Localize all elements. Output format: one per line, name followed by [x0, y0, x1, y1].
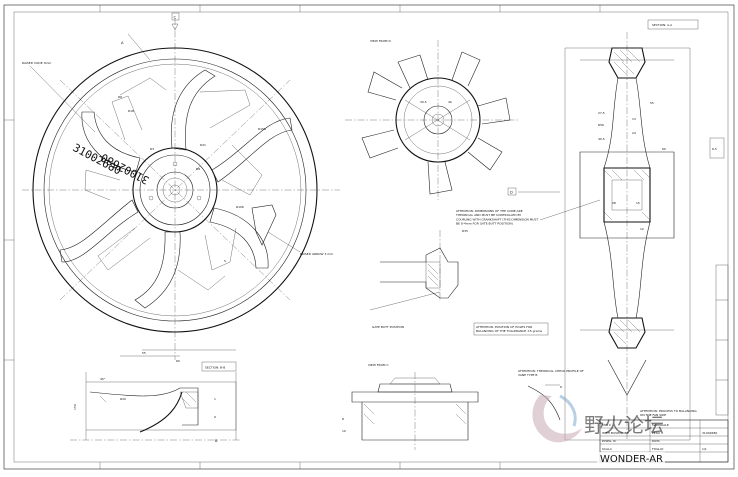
- section-marker-b: B: [215, 439, 218, 443]
- raised-code-label: RAISED CODE 3mm: [22, 61, 51, 65]
- watermark-text: WONDER-AR: [600, 454, 663, 465]
- inner-border: [13, 11, 729, 463]
- dim-r156: R156: [258, 127, 266, 131]
- dim-aa-405: 40,5: [598, 137, 605, 141]
- dim-r8: R8: [196, 167, 200, 171]
- watermark-cn-text: 野火论坛: [584, 413, 664, 437]
- dim-bb-9: 9: [214, 415, 216, 419]
- vane-2: [211, 117, 293, 183]
- title-row-2: WITH BUSH/CONE: [602, 431, 629, 435]
- dim-view-d-1: 30,5: [420, 100, 427, 104]
- holes-note: ATTENTION: POSITION OF HOLES FOR BALANCI…: [476, 325, 543, 333]
- dim-5: 5: [224, 259, 226, 263]
- section-aa-title: SECTION: A-A: [652, 23, 673, 27]
- title-row-6: PESO: [652, 431, 661, 435]
- title-row-3: DISEG. N.: [602, 439, 616, 443]
- dim-bb-150: 150: [73, 404, 77, 410]
- revision-column: [715, 264, 729, 416]
- vane-1: [170, 69, 216, 151]
- hub-bore: [156, 171, 194, 209]
- dim-aa-60: 60: [662, 147, 666, 151]
- section-aa: SECTION: A-A: [507, 19, 725, 441]
- gate-butt-label: GATE BUTT POSITION: [372, 325, 404, 329]
- section-marker-a: A: [121, 41, 124, 45]
- dim-aa-55: 55: [650, 101, 654, 105]
- title-row-5: MATERIALE: [652, 423, 669, 427]
- inner-rim: [43, 58, 307, 322]
- vane-5: [59, 199, 139, 263]
- dim-aa-65: 6,5: [712, 147, 717, 151]
- gate-detail: [251, 204, 277, 246]
- dim-gate-r35: R35: [462, 229, 468, 233]
- dim-aa-27: 27,5: [598, 111, 605, 115]
- view-d-vanes: [361, 51, 511, 195]
- dim-bb-r20: R20: [120, 397, 126, 401]
- border-ticks: [4, 5, 601, 469]
- raised-arrow-label: RAISED ARROW 3 mm: [300, 252, 333, 256]
- profile-note: ATTENTION: THEORICAL CHECK PROFILE OF VA…: [518, 369, 585, 377]
- dim-bb-55: 55: [142, 351, 146, 355]
- dim-bb-60: 60: [176, 359, 180, 363]
- title-row-4: SCALA: [602, 447, 613, 451]
- gate-butt-detail: GATE BUTT POSITION R35: [369, 229, 468, 329]
- fan-front-view: 31002680 31002680 RAISED CODE 3mm RAISED…: [22, 12, 340, 443]
- dim-bb-45: 45°: [100, 377, 106, 381]
- holes-note-box: [473, 322, 549, 336]
- view-from-d-title: VIEW FROM D: [370, 39, 391, 43]
- balance-note: ATTENTION: PROCESS TO BALANCING ON THE F…: [640, 409, 698, 417]
- view-marker-c: C: [174, 16, 177, 20]
- title-row-7: DATA: [652, 439, 661, 443]
- dim-bb-1: 1: [214, 397, 216, 401]
- vane-6: [81, 111, 141, 173]
- dim-c-8: 8: [342, 417, 344, 421]
- cone-note: ATTENTION: DIMENSIONS OF THE CONE ARE TH…: [455, 209, 539, 226]
- sheet-border: [3, 4, 735, 470]
- dim-r18: R18: [128, 109, 134, 113]
- dim-aa-28: 28: [612, 201, 616, 205]
- title-sheet: 1/1: [702, 447, 707, 451]
- view-from-c-title: VIEW FROM C: [368, 363, 389, 367]
- view-marker-d: D: [510, 191, 513, 195]
- dim-aa-13: 13: [632, 117, 636, 121]
- title-row-1: FAN 4: [602, 423, 611, 427]
- dim-r21: R21: [200, 143, 206, 147]
- section-bb-title: SECTION: B-B: [205, 366, 225, 370]
- dim-profile-6: 6: [560, 385, 562, 389]
- dim-r6: R6: [118, 95, 122, 99]
- vane-4: [134, 231, 181, 309]
- vane-pockets: [84, 77, 263, 291]
- dim-aa-r56: R56: [598, 123, 604, 127]
- outer-rim: [32, 47, 318, 333]
- dim-aa-15: 15: [636, 201, 640, 205]
- dim-view-d-2: 40: [448, 100, 452, 104]
- dim-aa-24: 24: [632, 131, 636, 135]
- fan-vanes: [59, 69, 293, 309]
- section-bb: SECTION: B-B 55 60 150 1 9 R20 45°: [70, 349, 240, 441]
- dim-r106: R106: [236, 205, 244, 209]
- dim-r3: R3: [150, 147, 154, 151]
- vane-3: [209, 207, 269, 269]
- watermark: 野火论坛: [532, 394, 664, 443]
- view-from-d: VIEW FROM D 30,5 40: [345, 39, 520, 200]
- dim-aa-12: 12: [640, 227, 644, 231]
- title-row-8: FOGLIO: [652, 447, 664, 451]
- title-drawing-no: 31002680: [702, 431, 717, 435]
- dim-c-10: 10: [342, 429, 346, 433]
- view-from-c: VIEW FROM C 8 10: [342, 363, 479, 450]
